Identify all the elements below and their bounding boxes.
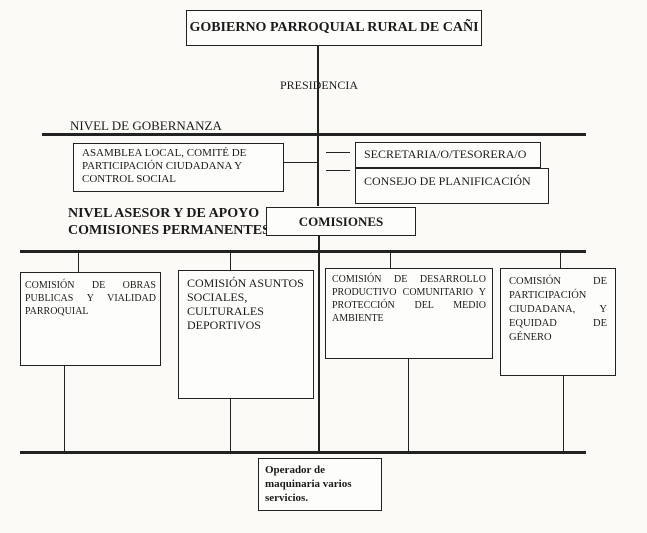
asamblea-connector: [284, 162, 318, 163]
governance-level-label: NIVEL DE GOBERNANZA: [70, 118, 222, 133]
tick: [390, 253, 391, 268]
bottom-divider: [20, 451, 586, 454]
main-vertical-line: [317, 46, 319, 206]
parish-government-box: GOBIERNO PARROQUIAL RURAL DE CAÑI: [186, 10, 482, 46]
commission-box-obras: COMISIÓN DE OBRAS PUBLICAS Y VIALIDAD PA…: [20, 272, 161, 366]
asamblea-box: ASAMBLEA LOCAL, COMITÉ DE PARTICIPACIÓN …: [73, 143, 284, 192]
drop-line: [230, 399, 231, 452]
consejo-connector: [326, 170, 350, 171]
comisiones-vertical: [318, 236, 320, 452]
advisory-divider: [20, 250, 586, 253]
title: GOBIERNO PARROQUIAL RURAL DE CAÑI: [189, 20, 479, 35]
tick: [78, 253, 79, 272]
commission-box-sociales: COMISIÓN ASUNTOS SOCIALES, CULTURALES DE…: [178, 270, 314, 399]
secretaria-box: SECRETARIA/O/TESORERA/O: [355, 142, 541, 168]
tick: [230, 253, 231, 270]
advisory-level-label: NIVEL ASESOR Y DE APOYO COMISIONES PERMA…: [68, 206, 270, 238]
commission-box-participacion: COMISIÓN DE PARTICIPACIÓN CIUDADANA, Y E…: [500, 268, 616, 376]
drop-line: [408, 359, 409, 452]
presidencia-label: PRESIDENCIA: [280, 78, 359, 92]
tick: [560, 253, 561, 268]
commission-box-desarrollo: COMISIÓN DE DESARROLLO PRODUCTIVO COMUNI…: [325, 268, 493, 359]
governance-divider: [42, 133, 586, 136]
comisiones-box: COMISIONES: [266, 207, 416, 236]
drop-line: [563, 376, 564, 452]
operador-box: Operador de maquinaria varios servicios.: [258, 458, 382, 511]
secretaria-connector: [326, 152, 350, 153]
consejo-box: CONSEJO DE PLANIFICACIÓN: [355, 168, 549, 204]
drop-line: [64, 366, 65, 452]
